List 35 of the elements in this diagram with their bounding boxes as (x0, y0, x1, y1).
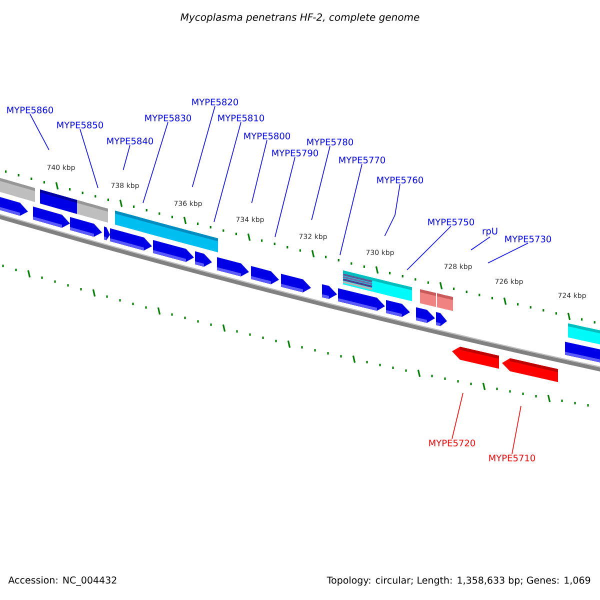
gene-label: MYPE5860 (7, 106, 54, 114)
gene-label: MYPE5800 (244, 132, 290, 140)
leader-line (30, 114, 50, 150)
leader-line (80, 128, 98, 188)
gene-label: MYPE5810 (218, 114, 264, 122)
gene-label: MYPE5840 (107, 138, 154, 144)
leader-line (488, 242, 528, 264)
gene-label: MYPE5710 (489, 454, 536, 462)
leader-line (384, 184, 400, 236)
gene-label: MYPE5830 (145, 114, 192, 122)
gene-label: MYPE5770 (339, 156, 386, 164)
gene-label: MYPE5820 (192, 98, 238, 106)
leader-line (214, 122, 242, 222)
leader-line (122, 144, 130, 170)
leader-line (452, 392, 464, 440)
gene-label: MYPE5750 (428, 218, 474, 226)
gene-label: MYPE5730 (505, 236, 552, 242)
gene-label: MYPE5780 (307, 138, 354, 146)
leader-line (274, 156, 296, 238)
gene-label: MYPE5790 (272, 150, 318, 156)
gene-label: MYPE5850 (57, 122, 104, 128)
gene-label: MYPE5760 (377, 176, 424, 184)
footer-text: Topology: circular; Length: 1,358,633 bp; Genes: 1,069 (326, 576, 590, 586)
leader-line (311, 146, 330, 220)
leader-line (512, 406, 522, 454)
title: Mycoplasma penetrans HF-2, complete genome (180, 13, 420, 23)
leader-line (406, 226, 452, 270)
footer-text: Accession: NC_004432 (8, 576, 116, 586)
leader-line (142, 122, 168, 204)
leader-line (192, 106, 216, 188)
leader-line (251, 140, 268, 204)
gene-label: MYPE5720 (429, 440, 476, 446)
gene-label: rpU (482, 228, 498, 236)
leader-line (340, 164, 362, 256)
leader-line (470, 236, 490, 250)
